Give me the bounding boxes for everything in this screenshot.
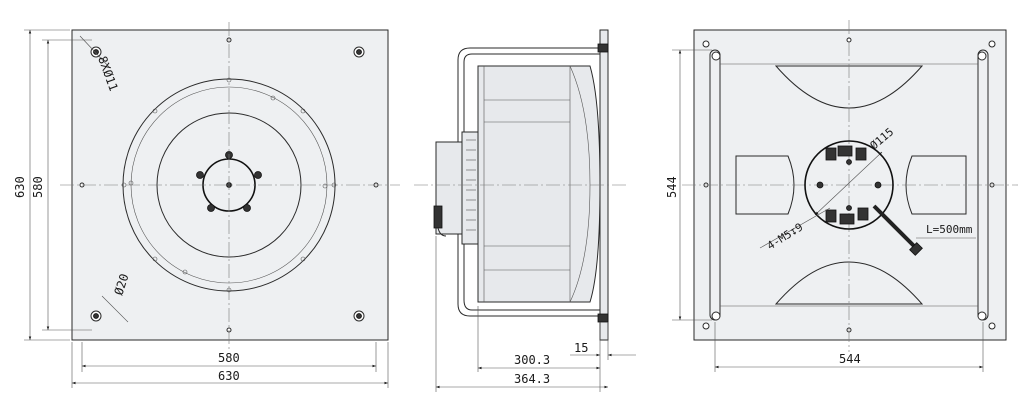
dim-flange: 15: [574, 341, 588, 355]
dim-width-inner: 580: [218, 351, 240, 365]
dim-rear-height: 544: [665, 176, 679, 198]
foot-callout: Ø20: [112, 272, 132, 297]
dim-rear-width: 544: [839, 352, 861, 366]
rear-view: Ø115 4-M5↧9 L=500mm 544 544: [665, 20, 1018, 372]
dim-depth-body: 300.3: [514, 353, 550, 367]
cable-length: L=500mm: [926, 223, 973, 236]
dim-height-inner: 580: [31, 176, 45, 198]
rear-cutout-top: [774, 65, 924, 109]
front-mounting-holes: [79, 37, 379, 333]
rear-cutout-bottom: [774, 261, 924, 305]
dim-height-outer: 630: [13, 176, 27, 198]
side-view: 300.3 15 364.3: [414, 29, 636, 392]
dim-width-outer: 630: [218, 369, 240, 383]
front-view: 8XØ11 Ø20 630 580 580 630: [13, 22, 400, 388]
dim-depth-total: 364.3: [514, 372, 550, 386]
